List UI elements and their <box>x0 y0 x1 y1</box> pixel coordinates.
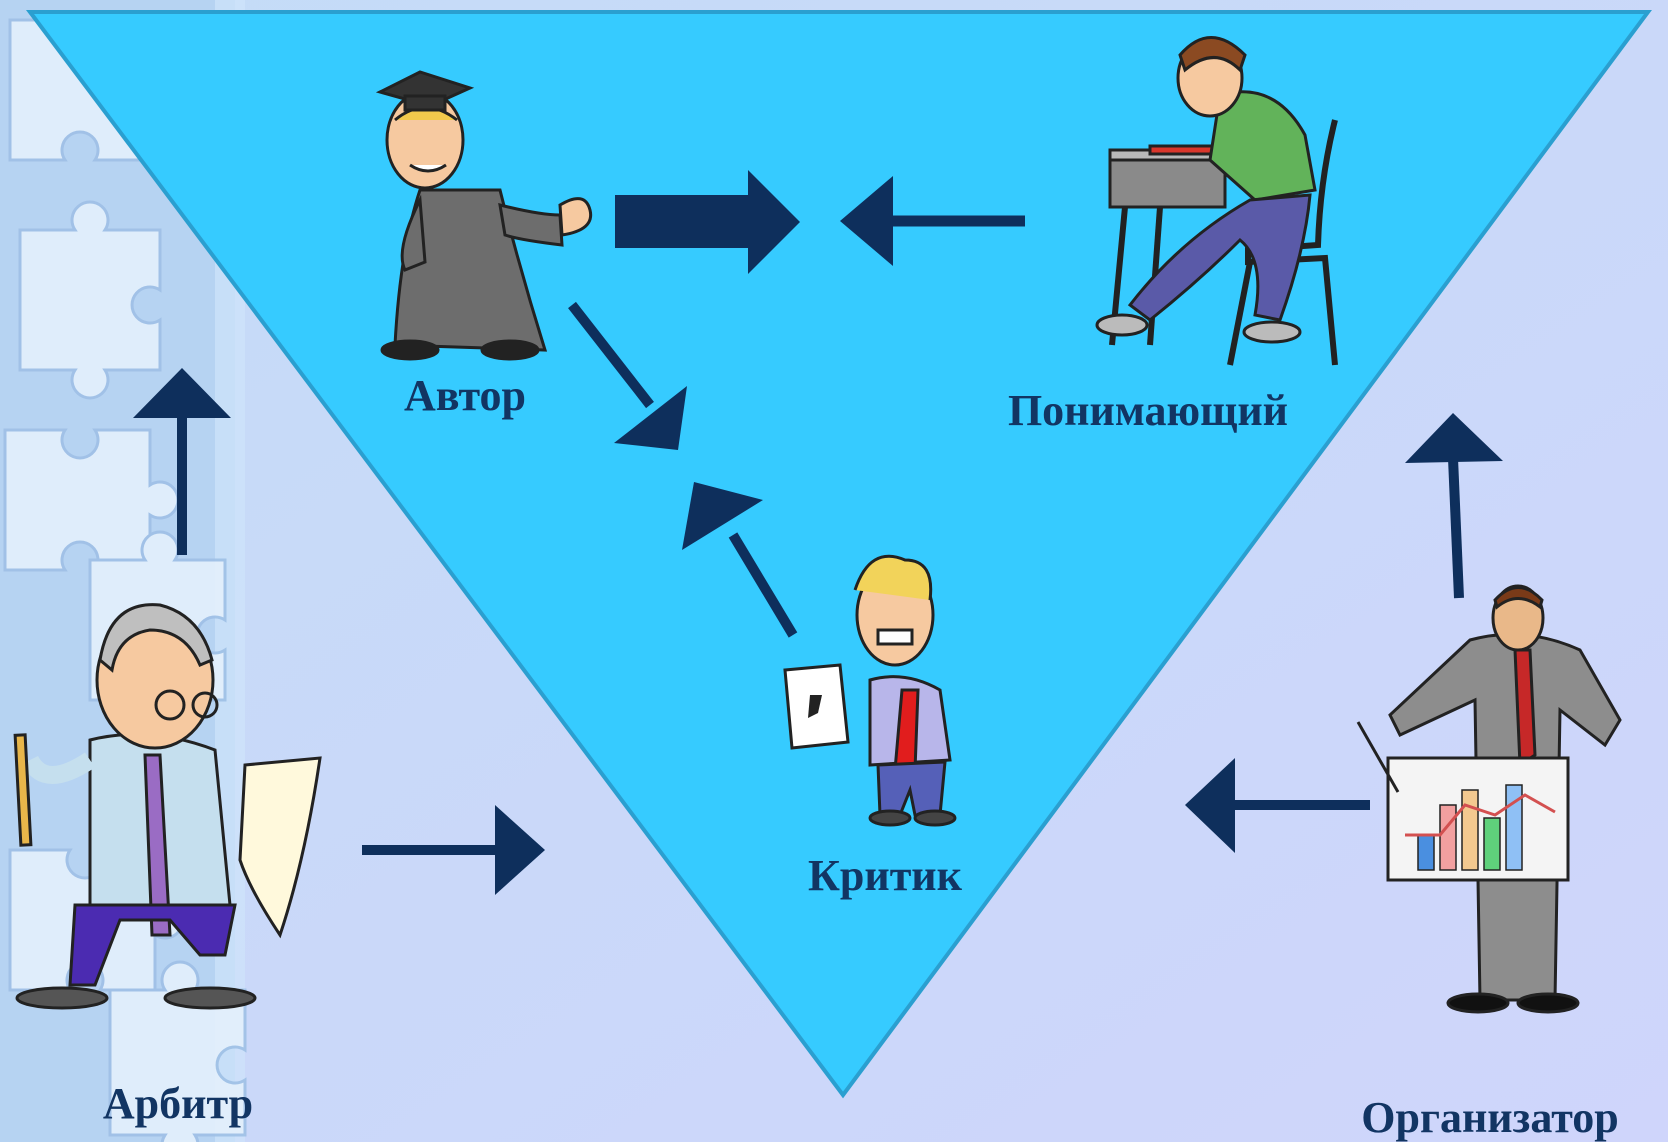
understanding-figure <box>1095 36 1338 366</box>
critic-figure <box>783 554 957 827</box>
organizer-left-arrow <box>1185 758 1370 853</box>
understanding-arrow <box>840 176 1025 266</box>
label-organizer: Организатор <box>1361 1093 1618 1142</box>
author-diagonal-arrow <box>568 301 687 450</box>
author-figure <box>375 70 593 361</box>
label-author: Автор <box>404 371 526 420</box>
label-understanding: Понимающий <box>1008 386 1288 435</box>
arbiter-up-arrow <box>133 368 231 555</box>
organizer-up-arrow <box>1405 413 1503 599</box>
author-block-arrow <box>615 170 800 274</box>
puzzle-piece-icon <box>18 200 162 400</box>
arbiter-figure <box>13 603 322 1010</box>
label-arbiter: Арбитр <box>103 1079 253 1128</box>
label-critic: Критик <box>808 851 963 900</box>
organizer-figure <box>1356 584 1622 1014</box>
arbiter-right-arrow <box>362 805 545 895</box>
chart-board-icon <box>1386 756 1570 882</box>
arrows <box>133 170 1503 895</box>
critic-arrow <box>682 482 798 638</box>
